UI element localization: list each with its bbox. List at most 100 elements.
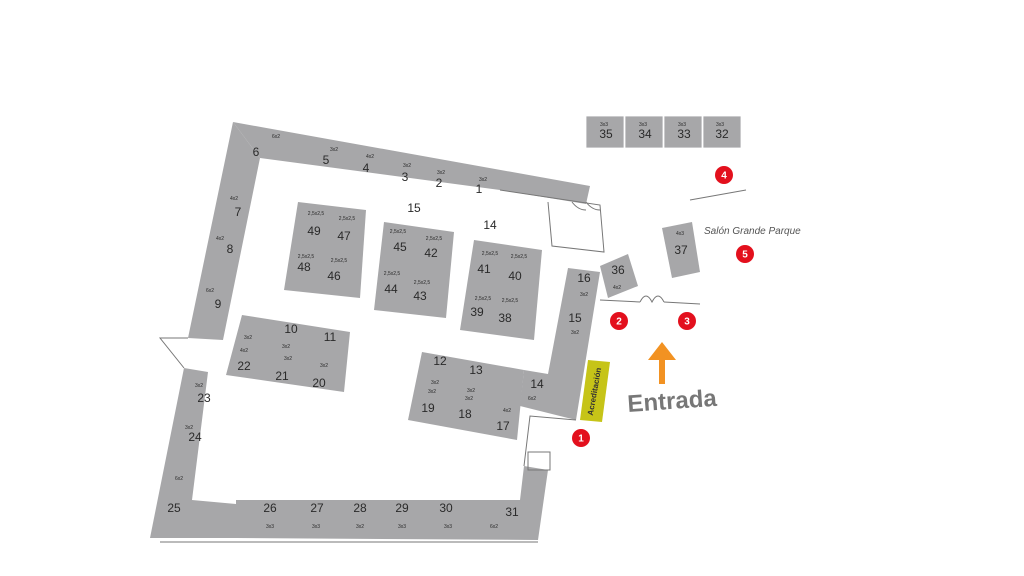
accreditation-desk [580,360,610,422]
marker-number: 2 [616,317,622,328]
marker-4[interactable]: 4 [715,166,733,184]
booth-size: 3x3 [312,524,320,530]
booth-size: 3x2 [479,177,487,183]
exterior-booth-row [585,115,742,149]
location-markers: 1 2 3 4 5 [572,166,754,447]
booth-number: 42 [424,246,438,260]
booth-41[interactable]: 412,5x2,5 [477,251,498,276]
booth-30[interactable]: 30 3x3 [439,501,453,530]
booth-number: 29 [395,501,409,515]
booth-number: 18 [458,407,472,421]
venue-label: Salón Grande Parque [704,226,801,237]
booth-number: 30 [439,501,453,515]
booth-labels: 353x3343x3333x3323x3374x3364x266x253x244… [167,122,729,530]
booth-45[interactable]: 452,5x2,5 [390,229,407,254]
marker-3[interactable]: 3 [678,312,696,330]
booth-number: 13 [469,363,483,377]
booth-48[interactable]: 482,5x2,5 [297,254,314,274]
booth-number: 49 [307,224,321,238]
booth-12[interactable]: 12 3x2 [431,354,447,386]
booth-number: 28 [353,501,367,515]
booth-35-shape [585,115,625,149]
right-booth-column [520,268,600,420]
marker-circle [678,312,696,330]
marker-1[interactable]: 1 [572,429,590,447]
booth-number: 45 [393,240,407,254]
booth-43[interactable]: 432,5x2,5 [413,280,430,303]
top-booth-band [233,122,590,204]
booth-44[interactable]: 442,5x2,5 [384,271,401,296]
booth-size: 4x2 [366,154,374,160]
booth-size: 4x2 [230,196,238,202]
booth-size: 3x3 [678,122,686,128]
booth-size: 6x2 [528,396,536,402]
booth-number: 26 [263,501,277,515]
booth-size: 3x2 [431,380,439,386]
booth-number: 34 [638,127,652,141]
bottom-booth-band [236,466,548,540]
booth-number: 22 [237,359,251,373]
booth-34-shape [624,115,664,149]
marker-number: 1 [578,434,584,445]
booth-number: 23 [197,391,211,405]
booth-38[interactable]: 382,5x2,5 [498,298,518,325]
booth-42[interactable]: 422,5x2,5 [424,236,442,260]
marker-5[interactable]: 5 [736,245,754,263]
booth-47[interactable]: 472,5x2,5 [337,216,355,243]
booth-39[interactable]: 392,5x2,5 [470,296,491,319]
booth-number: 47 [337,229,351,243]
booth-size: 6x2 [206,288,214,294]
booth-size: 3x3 [444,524,452,530]
marker-circle [572,429,590,447]
booth-49[interactable]: 492,5x2,5 [307,211,324,238]
booth-size: 3x2 [465,396,473,402]
salon-wall [689,189,747,201]
booth-40[interactable]: 402,5x2,5 [508,254,527,283]
booth-46[interactable]: 462,5x2,5 [327,258,347,283]
booth-size: 2,5x2,5 [475,296,492,302]
block-19-17 [408,352,524,440]
entrance-wall-right [663,301,701,305]
booth-18[interactable]: 18 3x2 [458,396,473,421]
booth-number: 12 [433,354,447,368]
booth-28[interactable]: 28 3x2 [353,501,367,530]
booth-size: 3x2 [356,524,364,530]
booth-number: 1 [476,182,483,196]
marker-circle [736,245,754,263]
booth-size: 4x2 [216,236,224,242]
marker-2[interactable]: 2 [610,312,628,330]
